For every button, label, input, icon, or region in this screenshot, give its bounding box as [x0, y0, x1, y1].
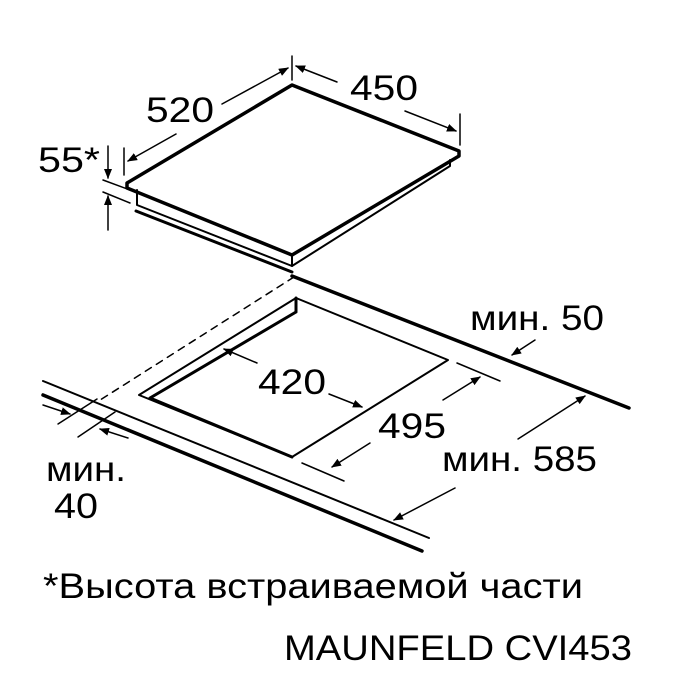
countertop-front-edge-top [42, 380, 430, 539]
hob-body-right [291, 159, 451, 267]
dim-585-arrow-back [517, 395, 586, 440]
dim-min585-label: мин. 585 [442, 440, 597, 479]
dim-55-label: 55* [38, 141, 100, 180]
countertop-back-edge [290, 274, 631, 410]
countertop-front-edge [41, 393, 424, 553]
hob-body-left [136, 189, 293, 267]
dim-450-label: 450 [350, 69, 418, 108]
dim-520-label: 520 [146, 91, 214, 130]
dim-40-arrow-left [42, 404, 71, 415]
hob-base-edge [134, 209, 294, 274]
dim-420-arrow-left [223, 348, 258, 364]
hob [125, 83, 461, 274]
dim-495-arrow-back [442, 376, 481, 401]
cutout-inner-edge [148, 296, 298, 459]
dimension-lines [42, 55, 586, 521]
dim-min50-arrow [511, 339, 536, 356]
dim-min40-value: 40 [54, 487, 98, 526]
countertop-hidden-edge [96, 276, 295, 403]
dim-min50-label: мин. 50 [470, 299, 604, 338]
dim-495-label: 495 [378, 407, 446, 446]
dim-450-arrow-left [295, 65, 338, 83]
dim-585-arrow-front [393, 487, 456, 521]
dim-520-arrow-back [221, 67, 289, 105]
model-name: MAUNFELD CVI453 [284, 629, 632, 668]
dim-40-arrow-right [99, 427, 129, 439]
footnote: *Высота встраиваемой части [43, 567, 583, 606]
dim-420-label: 420 [258, 363, 326, 402]
dim-520-arrow-front [127, 133, 177, 162]
dim-420-arrow-right [328, 393, 363, 408]
countertop [41, 274, 631, 553]
dim-min40-label: мин. [46, 450, 126, 489]
dim-450-arrow-right [404, 110, 457, 132]
dim-495-arrow-front [331, 442, 371, 468]
